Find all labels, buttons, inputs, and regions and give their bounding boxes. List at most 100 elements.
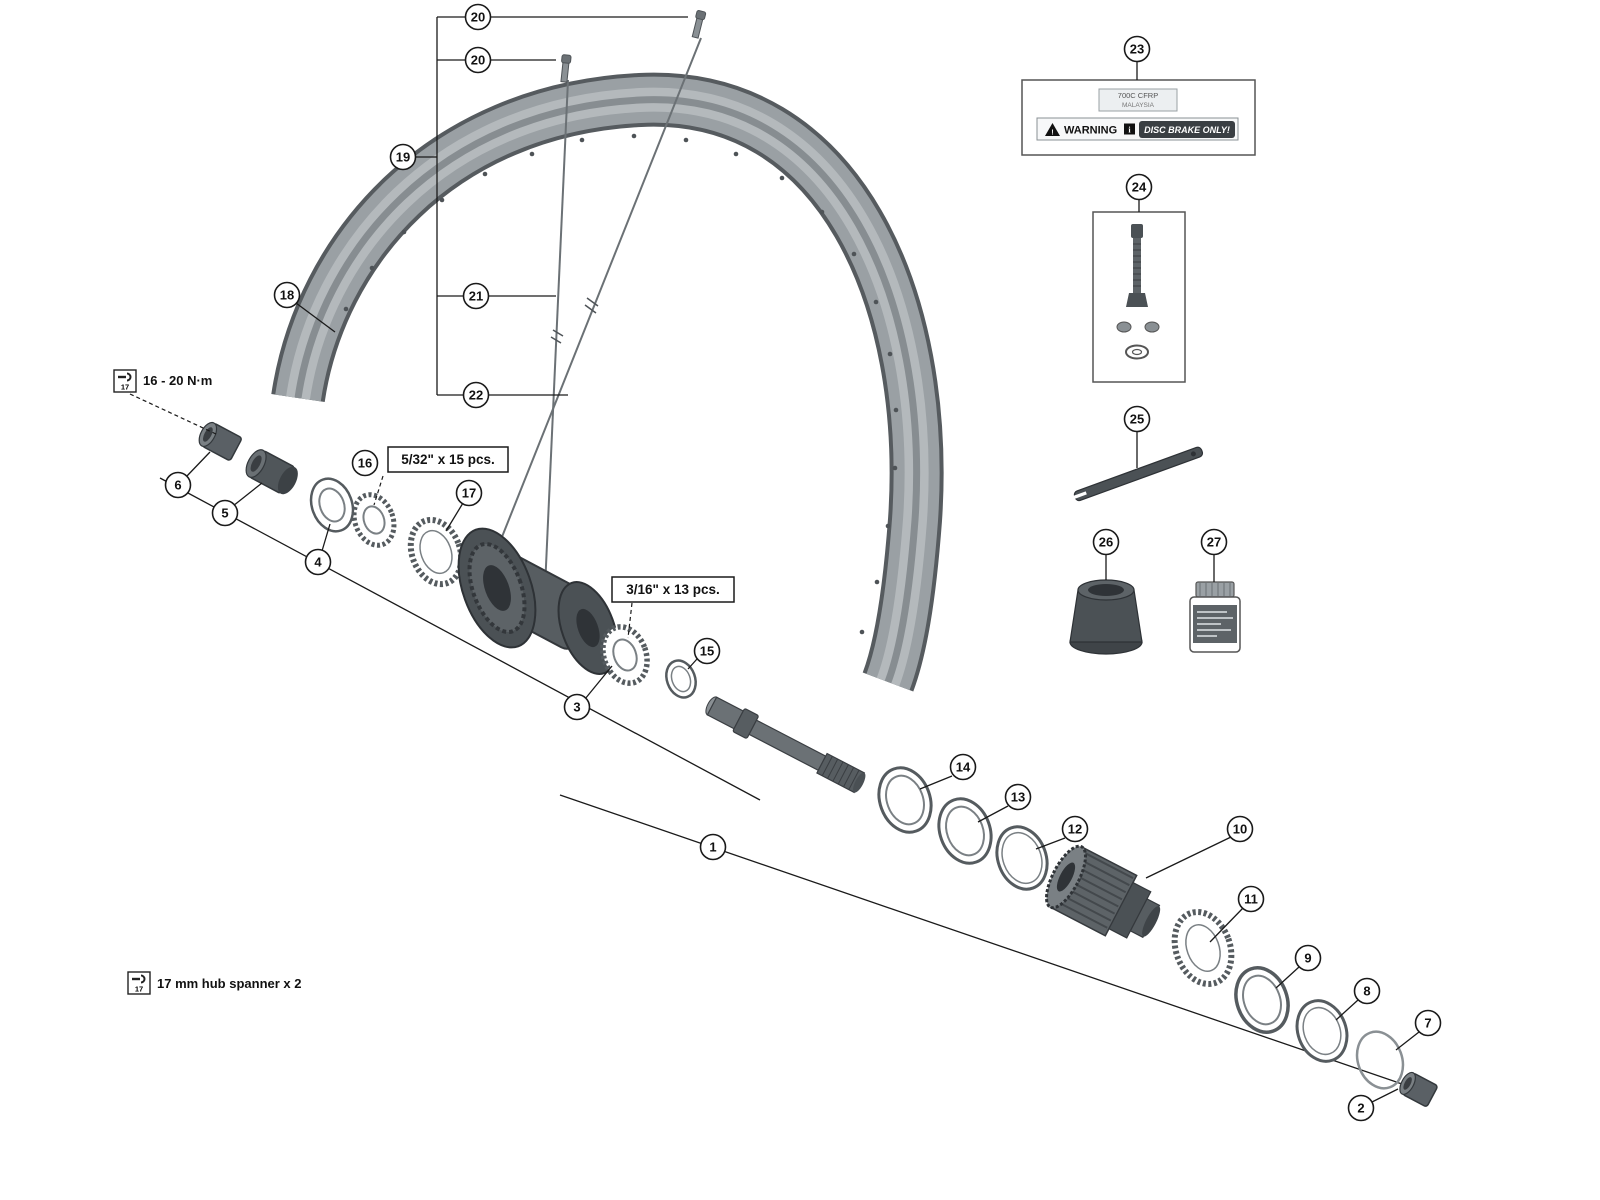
valve-nut (1116, 321, 1132, 333)
svg-text:26: 26 (1099, 535, 1113, 550)
svg-text:3/16" x 13 pcs.: 3/16" x 13 pcs. (626, 582, 719, 597)
callout-1: 1 (699, 833, 727, 861)
callout-9: 9 (1294, 944, 1322, 972)
callout-27: 27 (1200, 528, 1228, 556)
valve-stem (1133, 238, 1141, 293)
toothed-lock-ring (407, 516, 465, 588)
callout-21: 21 (462, 282, 490, 310)
callout-16: 16 (351, 449, 379, 477)
bearing-seal-ring (877, 766, 933, 834)
callout-5: 5 (211, 499, 239, 527)
callout-3: 3 (563, 693, 591, 721)
svg-text:10: 10 (1233, 822, 1247, 837)
bearing-ring (937, 797, 993, 865)
valve-kit-box (1092, 211, 1186, 383)
rim-spoke-holes (343, 133, 899, 635)
callout-7: 7 (1414, 1009, 1442, 1037)
wrench-size-text: 17 (135, 985, 143, 994)
callout-4: 4 (304, 548, 332, 576)
warning-word: WARNING (1064, 125, 1117, 137)
svg-text:3: 3 (573, 700, 580, 715)
svg-text:18: 18 (280, 288, 294, 303)
callout-18: 18 (273, 281, 301, 309)
info-icon (1124, 123, 1135, 135)
svg-text:25: 25 (1130, 412, 1144, 427)
callout-6: 6 (164, 471, 192, 499)
svg-text:5: 5 (221, 506, 228, 521)
svg-text:20: 20 (471, 53, 485, 68)
valve-cap (1131, 224, 1143, 238)
svg-text:20: 20 (471, 10, 485, 25)
svg-text:1: 1 (709, 840, 716, 855)
axis-lines (159, 477, 1406, 1086)
svg-text:8: 8 (1363, 984, 1370, 999)
serrated-washer (351, 492, 397, 548)
svg-text:21: 21 (469, 289, 483, 304)
svg-text:17: 17 (462, 486, 476, 501)
callout-14: 14 (949, 753, 977, 781)
spacer-washer (1295, 999, 1349, 1063)
spoke-break-mark (550, 329, 564, 344)
spacer-ring (995, 825, 1049, 891)
svg-text:7: 7 (1424, 1016, 1431, 1031)
right-end-cap (1399, 1071, 1438, 1107)
rim-size-label (1098, 88, 1178, 112)
seal-ring (665, 659, 697, 699)
axis-line-left (159, 477, 761, 801)
spoke-nipple (560, 54, 572, 83)
wheel-rim (271, 72, 944, 692)
hub-rotor-flange (457, 527, 537, 649)
svg-text:6: 6 (174, 478, 181, 493)
info-icon-glyph: i (1128, 126, 1131, 135)
serrated-lock-ring (1171, 909, 1235, 987)
warning-exclaim: ! (1051, 130, 1053, 137)
svg-text:27: 27 (1207, 535, 1221, 550)
hub-spanner-text: 17 mm hub spanner x 2 (157, 976, 302, 991)
callout-22: 22 (462, 381, 490, 409)
callout-8: 8 (1353, 977, 1381, 1005)
spoke-tool (1072, 446, 1204, 502)
svg-text:19: 19 (396, 150, 410, 165)
spoke-nipple (691, 10, 707, 39)
callout-20: 20 (464, 3, 492, 31)
sticker-box: 700C CFRP MALAYSIA ! WARNING i DISC BRAK… (1021, 79, 1256, 156)
callout-26: 26 (1092, 528, 1120, 556)
rim-size-text: 700C CFRP (1118, 91, 1158, 100)
callout-17: 17 (455, 479, 483, 507)
callout-20b: 20 (464, 46, 492, 74)
cone-adapter (1069, 579, 1143, 655)
wave-washer (1234, 966, 1290, 1034)
callout-13: 13 (1004, 783, 1032, 811)
callout-10: 10 (1226, 815, 1254, 843)
svg-text:14: 14 (956, 760, 971, 775)
freehub-body (1045, 844, 1161, 939)
svg-text:12: 12 (1068, 822, 1082, 837)
spoke-rear-label: 3/16" x 13 pcs. (611, 576, 735, 603)
callout-25: 25 (1123, 405, 1151, 433)
hub-axle (705, 696, 866, 794)
svg-text:22: 22 (469, 388, 483, 403)
valve-nut (1144, 321, 1160, 333)
disc-brake-pill (1139, 121, 1235, 138)
callout-24: 24 (1125, 173, 1153, 201)
valve-base (1126, 293, 1148, 307)
leader-lines (129, 16, 1420, 1103)
svg-text:4: 4 (314, 555, 322, 570)
tool-fork-slot (1072, 491, 1087, 500)
hub-spanner-note: 17 17 mm hub spanner x 2 (127, 971, 302, 995)
callout-23: 23 (1123, 35, 1151, 63)
snap-ring (1355, 1030, 1405, 1090)
svg-text:24: 24 (1132, 180, 1147, 195)
svg-text:2: 2 (1357, 1101, 1364, 1116)
serrated-ring (600, 624, 650, 686)
svg-text:23: 23 (1130, 42, 1144, 57)
svg-text:9: 9 (1304, 951, 1311, 966)
wrench-size-text: 17 (121, 383, 129, 392)
hub-body (457, 527, 619, 675)
callout-15: 15 (693, 637, 721, 665)
spoke-front-label: 5/32" x 15 pcs. (387, 446, 509, 473)
rim-origin-text: MALAYSIA (1122, 102, 1155, 109)
svg-text:16: 16 (358, 456, 372, 471)
